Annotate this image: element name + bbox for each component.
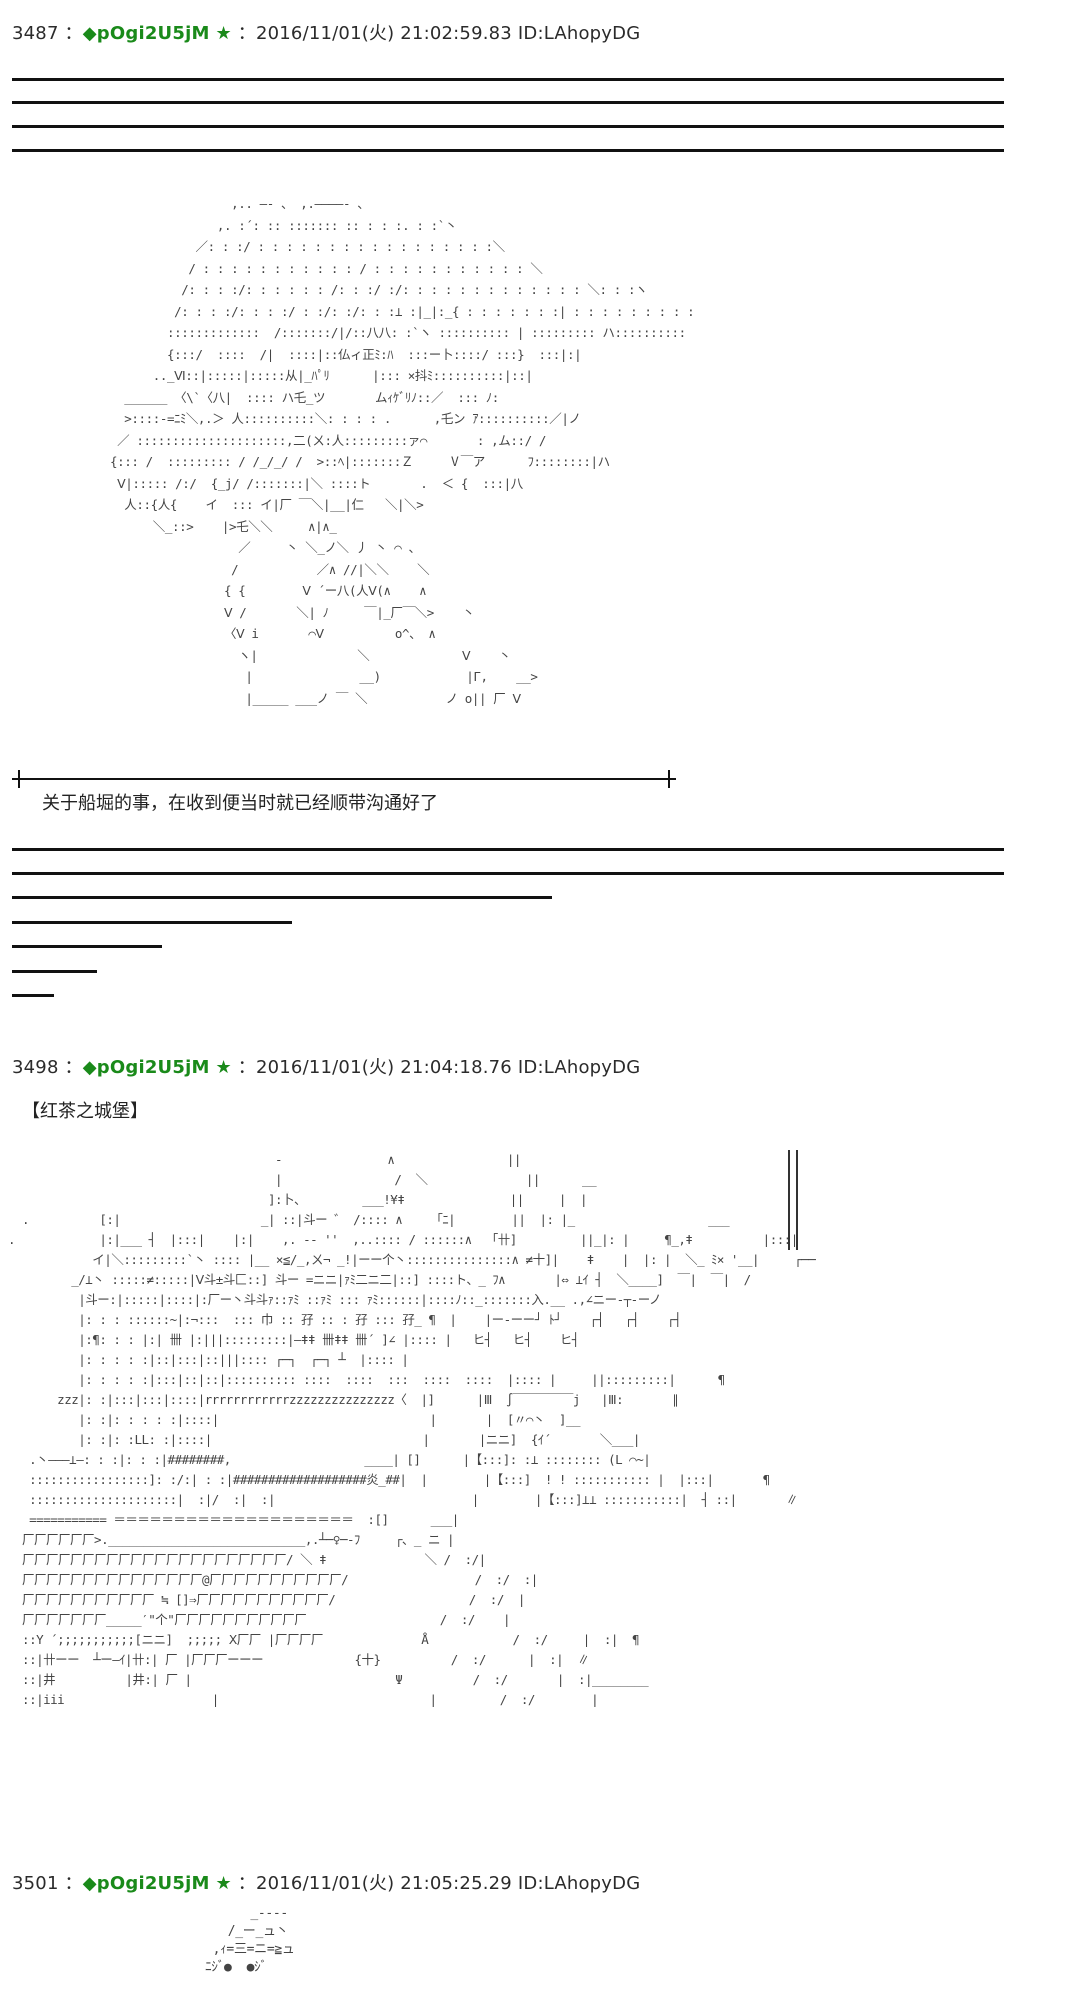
divider-line	[12, 896, 552, 899]
post-datetime: 2016/11/01(火) 21:02:59.83	[255, 23, 512, 44]
star-icon: ★	[215, 1873, 232, 1894]
divider-line	[12, 149, 1004, 152]
divider-line	[12, 872, 1004, 875]
poster-id: ID:LAhopyDG	[517, 1057, 641, 1078]
divider-line	[12, 125, 1004, 128]
ascii-art-castle: - ∧ || | / ＼ || __ ]:卜、 ___!¥ǂ || |	[8, 1152, 816, 1707]
cross-tick	[668, 770, 670, 788]
ascii-art-character: _--‐‐ /_ー_ュ丶 ,ｨ=三=ニ=≧ュ ﾆｼﾞ● ●ｼﾞ	[205, 1906, 295, 1975]
post-number[interactable]: 3487	[12, 23, 59, 44]
post-header: 3498 ：◆pOgi2U5jM ★ ：2016/11/01(火) 21:04:…	[12, 1057, 641, 1078]
tower-line	[788, 1150, 790, 1250]
post-header: 3487 ：◆pOgi2U5jM ★ ：2016/11/01(火) 21:02:…	[12, 23, 641, 44]
poster-trip: ◆pOgi2U5jM	[82, 1057, 210, 1078]
tower-line	[796, 1150, 798, 1250]
star-icon: ★	[215, 23, 232, 44]
post-caption: 关于船堀的事，在收到便当时就已经顺带沟通好了	[42, 793, 438, 814]
post-number[interactable]: 3501	[12, 1873, 59, 1894]
divider-line	[12, 970, 97, 973]
post-datetime: 2016/11/01(火) 21:05:25.29	[255, 1873, 512, 1894]
post-header: 3501 ：◆pOgi2U5jM ★ ：2016/11/01(火) 21:05:…	[12, 1873, 641, 1894]
divider-line	[12, 101, 1004, 104]
poster-trip: ◆pOgi2U5jM	[82, 23, 210, 44]
divider-line	[12, 848, 1004, 851]
poster-id: ID:LAhopyDG	[517, 1873, 641, 1894]
divider-line	[12, 945, 162, 948]
poster-trip: ◆pOgi2U5jM	[82, 1873, 210, 1894]
post-datetime: 2016/11/01(火) 21:04:18.76	[255, 1057, 512, 1078]
post-number[interactable]: 3498	[12, 1057, 59, 1078]
star-icon: ★	[215, 1057, 232, 1078]
divider-line	[12, 78, 1004, 81]
cross-line	[12, 778, 676, 780]
poster-id: ID:LAhopyDG	[517, 23, 641, 44]
ascii-art-bishop: ,.. ―- 、 ,.――――- 、 ,. :´: :: ::::::: :: …	[110, 196, 695, 706]
post-subtitle: 【红茶之城堡】	[22, 1101, 148, 1122]
divider-line	[12, 994, 54, 997]
cross-tick	[18, 770, 20, 788]
divider-line	[12, 921, 292, 924]
